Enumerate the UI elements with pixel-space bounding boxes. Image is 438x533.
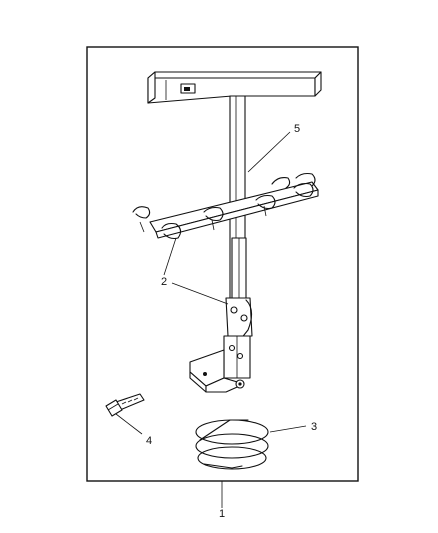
callout-4: 4 [146, 435, 152, 447]
callout-3: 3 [311, 421, 317, 433]
callout-1: 1 [219, 508, 225, 520]
leader-lines [115, 131, 307, 508]
hitch-receiver-bar [147, 71, 322, 104]
cradle-crossbar [149, 181, 319, 239]
hitch-shank [189, 349, 245, 393]
lower-mast [231, 237, 247, 301]
pivot-latch [223, 297, 253, 379]
callout-5: 5 [294, 123, 300, 135]
callout-2: 2 [161, 276, 167, 288]
hitch-pin-bolt [105, 393, 145, 417]
security-cable [195, 419, 269, 470]
diagram-frame [86, 46, 359, 482]
bike-cradle [132, 172, 316, 240]
